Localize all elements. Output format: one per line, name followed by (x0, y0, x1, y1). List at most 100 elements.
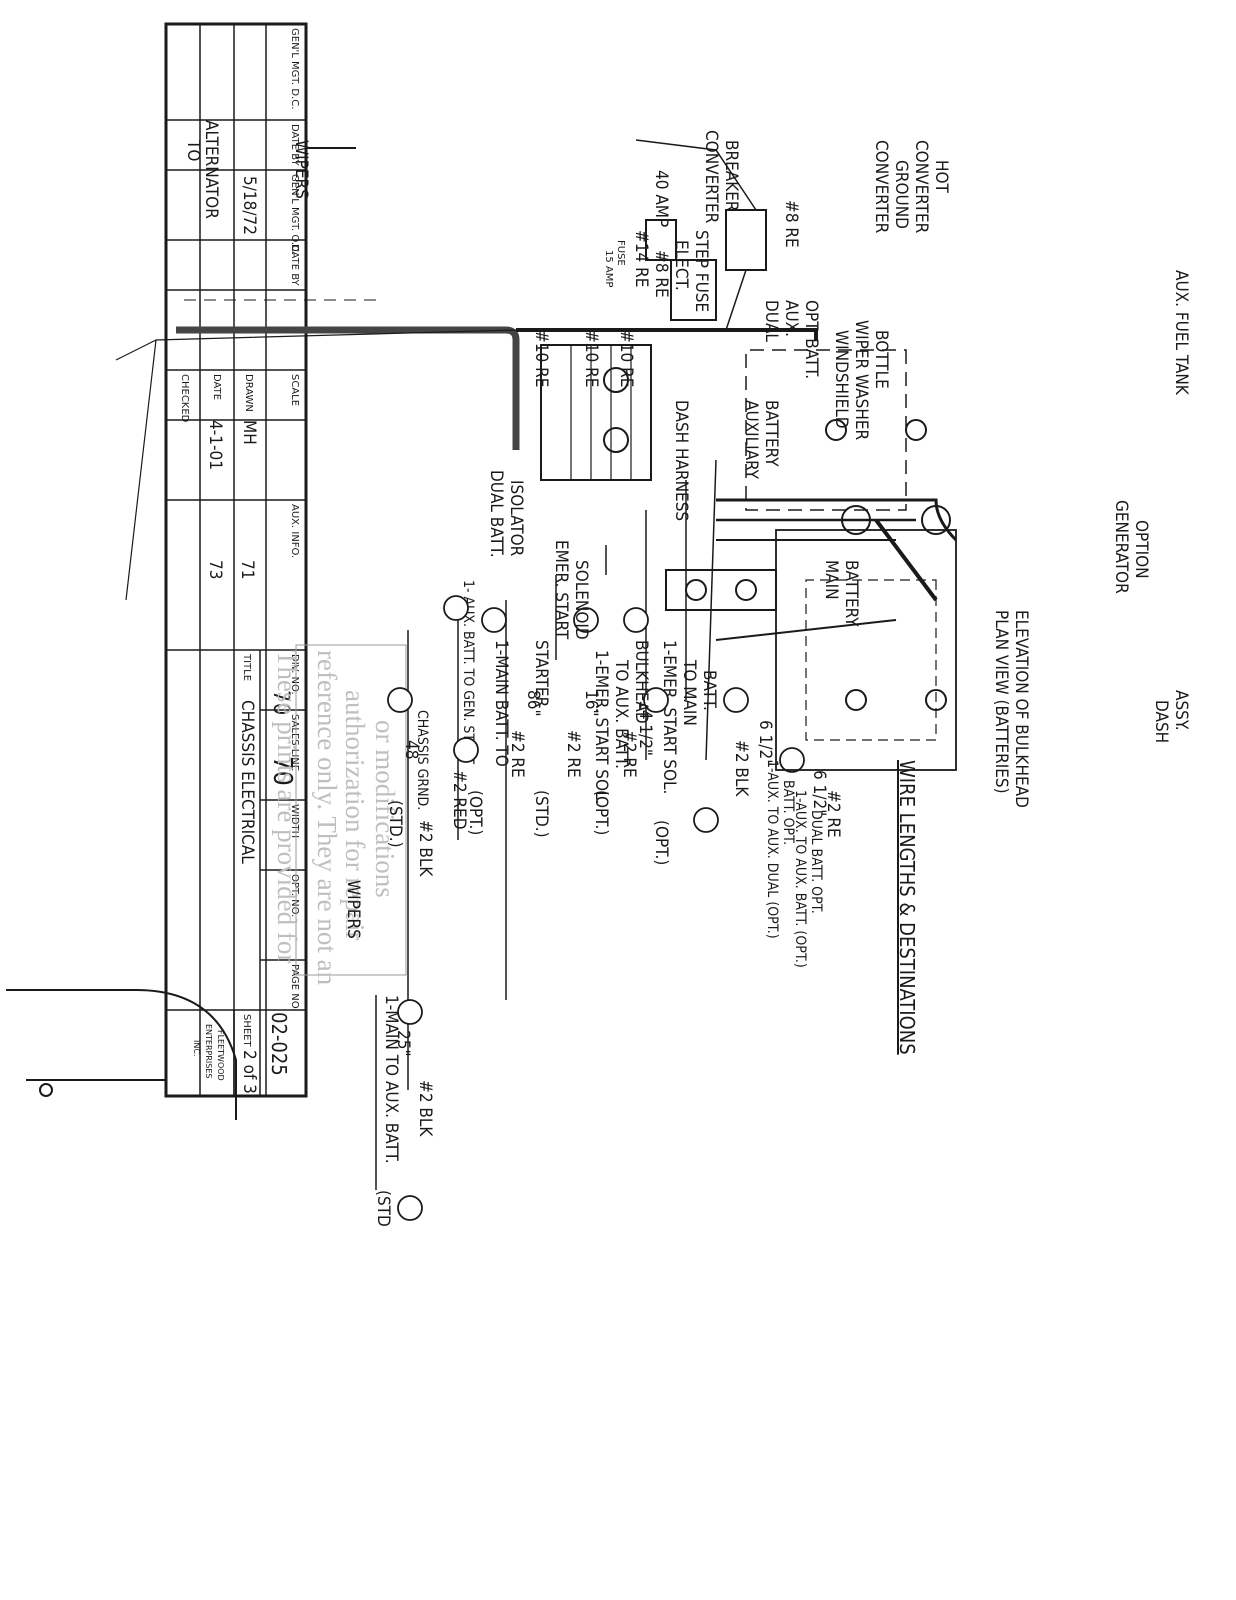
e-desc-2: STARTER (531, 640, 551, 708)
d-desc-2: TO AUX. BATT. (611, 659, 631, 769)
wire-10-label-c: #10 RE (616, 330, 636, 387)
conv-ground-label-2: GROUND (891, 160, 911, 229)
g-gauge: #2 BLK (415, 820, 435, 877)
emer-label-2: SOLENOID (571, 560, 591, 640)
drawing-sheet: GEN'L MGT. D.C. DATE BY GEN'L MGT. O.C. … (6, 22, 1191, 1227)
component-labels: WIPERS WIPERS TO ALTERNATOR DUAL BATT. I… (183, 120, 1191, 939)
wire-list-labels: (STD #2 BLK 25" 1-MAIN TO AUX. BATT. #2 … (373, 580, 919, 1227)
fuse-amp-label-2: FUSE (615, 240, 626, 266)
wire-8-label: #8 RE (781, 200, 801, 248)
company-line-3: INC. (192, 1040, 201, 1056)
h-length: 25" (393, 1030, 413, 1057)
dual-batt-label-1: DUAL BATT. (486, 470, 506, 558)
bulkhead-label: BULKHEAD (631, 640, 651, 724)
label-genl-mgt-oc: GEN'L MGT. O.C. (289, 174, 300, 255)
f-desc: 1- AUX. BATT. TO GEN. START (460, 580, 476, 764)
page-value: 02-025 (267, 1012, 291, 1076)
aux-info-1: 71 (237, 560, 257, 579)
e-gauge: #2 RE (507, 730, 527, 778)
label-date: DATE (211, 374, 222, 400)
windshield-label-2: WIPER WASHER (851, 320, 871, 441)
a-length: 6 1/2" (809, 770, 829, 816)
label-drawn: DRAWN (243, 374, 254, 412)
rotated-drawing: GEN'L MGT. D.C. DATE BY GEN'L MGT. O.C. … (6, 22, 1191, 1227)
watermark-line-4: or modifications (370, 720, 400, 898)
emer-label-1: EMER. START (551, 540, 571, 640)
b-gauge: #2 BLK (731, 740, 751, 797)
windshield-label-3: BOTTLE (871, 330, 891, 389)
wire-10-label-a: #10 RE (531, 330, 551, 387)
dual-opt-label-2: AUX. (781, 300, 801, 337)
title-block (164, 22, 308, 1098)
aux-std-label: (STD (373, 1190, 393, 1227)
dual-opt-label-3: OPT. BATT. (801, 300, 821, 379)
signoff-date: 5/18/72 (239, 176, 259, 235)
watermark-line-3: authorization for repair (340, 690, 370, 940)
a-desc-2: DUAL BATT. OPT. (808, 810, 824, 914)
solenoid (665, 569, 777, 611)
c-desc-1: 1-EMER. START SOL. (659, 640, 679, 794)
d-length: 16" (581, 690, 601, 717)
wipers-left-label: WIPERS (291, 140, 311, 199)
step-fuse-label-2: ELECT. (671, 240, 691, 291)
label-scale: SCALE (289, 374, 300, 406)
d-gauge: #2 RE (563, 730, 583, 778)
div-value: 70 (268, 690, 293, 715)
dash-assy-label-2: ASSY. (1171, 690, 1191, 731)
wipers-top-label: WIPERS (343, 880, 363, 939)
watermark-line-2: reference only. They are not an (312, 650, 342, 986)
wire-14-label: #14 RE (631, 230, 651, 287)
aux-battery-label-2: BATTERY (761, 400, 781, 467)
b-desc-2: BATT. OPT. (780, 780, 796, 845)
d-opt: (OPT.) (591, 790, 611, 835)
dual-opt-label-1: DUAL (761, 300, 781, 342)
a-gauge: #2 RE (823, 790, 843, 838)
g-length: 48 (401, 740, 421, 759)
wiring-diagram: GEN'L MGT. D.C. DATE BY GEN'L MGT. O.C. … (6, 22, 1191, 1227)
h-desc: 1-MAIN TO AUX. BATT. (381, 995, 401, 1164)
to-label: TO (183, 139, 203, 161)
label-checked: CHECKED (179, 374, 190, 423)
conv-ground-label-1: CONVERTER (871, 140, 891, 234)
label-width: WIDTH (289, 804, 300, 838)
label-sales-line: SALES LINE (289, 714, 300, 771)
f-opt: (OPT.) (465, 790, 485, 835)
label-div-no: DIV. NO. (289, 654, 300, 695)
conv-breaker-label-1: CONVERTER (701, 130, 721, 224)
tag-circles (387, 595, 805, 1221)
title-value: CHASSIS ELECTRICAL (237, 700, 257, 864)
watermark-line-1: These prints are provided for (272, 650, 302, 963)
c-length: 14 1/2" (635, 700, 655, 756)
alternator-label: ALTERNATOR (201, 120, 221, 219)
main-label-1: MAIN (821, 560, 841, 600)
e-length: 86" (523, 690, 543, 717)
dash-assy-label-1: DASH (1151, 700, 1171, 743)
step-fuse-label-3: STEP FUSE (691, 230, 711, 312)
generator-label-2: OPTION (1131, 520, 1151, 579)
conv-breaker-label-2: BREAKER (721, 140, 741, 212)
main-label-2: BATTERY (841, 560, 861, 627)
f-gauge: #2 RED (449, 770, 469, 829)
b-desc-1: 1-AUX. TO AUX. DUAL (OPT.) (764, 760, 780, 939)
watermark: These prints are provided for reference … (272, 644, 407, 986)
g-std: (STD.) (385, 800, 405, 848)
label-page-no: PAGE NO. (289, 964, 300, 1011)
fuse-amp-label-1: 15 AMP (603, 250, 614, 287)
conv-hot-label-2: HOT (931, 160, 951, 194)
isolator-box (540, 344, 652, 481)
date-value: 4-1-01 (205, 420, 225, 470)
company-line-1: FLEETWOOD (216, 1030, 225, 1081)
d-desc-1: 1-EMER. START SOL. (591, 650, 611, 804)
label-genl-mgt-dc: GEN'L MGT. D.C. (289, 28, 300, 109)
sheet-value: 2 of 3 (239, 1050, 259, 1094)
breakers (635, 139, 767, 331)
label-aux-info: AUX. INFO. (289, 504, 300, 558)
fuel-tank-label: AUX. FUEL TANK (1171, 270, 1191, 396)
dual-batt-label-2: ISOLATOR (506, 480, 526, 557)
aux-info-2: 73 (205, 560, 225, 579)
main-harness (115, 147, 958, 761)
conv-hot-label-1: CONVERTER (911, 140, 931, 234)
c-gauge: #2 RE (619, 730, 639, 778)
plan-view-label-1: PLAN VIEW (BATTERIES) (991, 610, 1011, 794)
windshield-label-1: WINDSHIELD (831, 330, 851, 429)
